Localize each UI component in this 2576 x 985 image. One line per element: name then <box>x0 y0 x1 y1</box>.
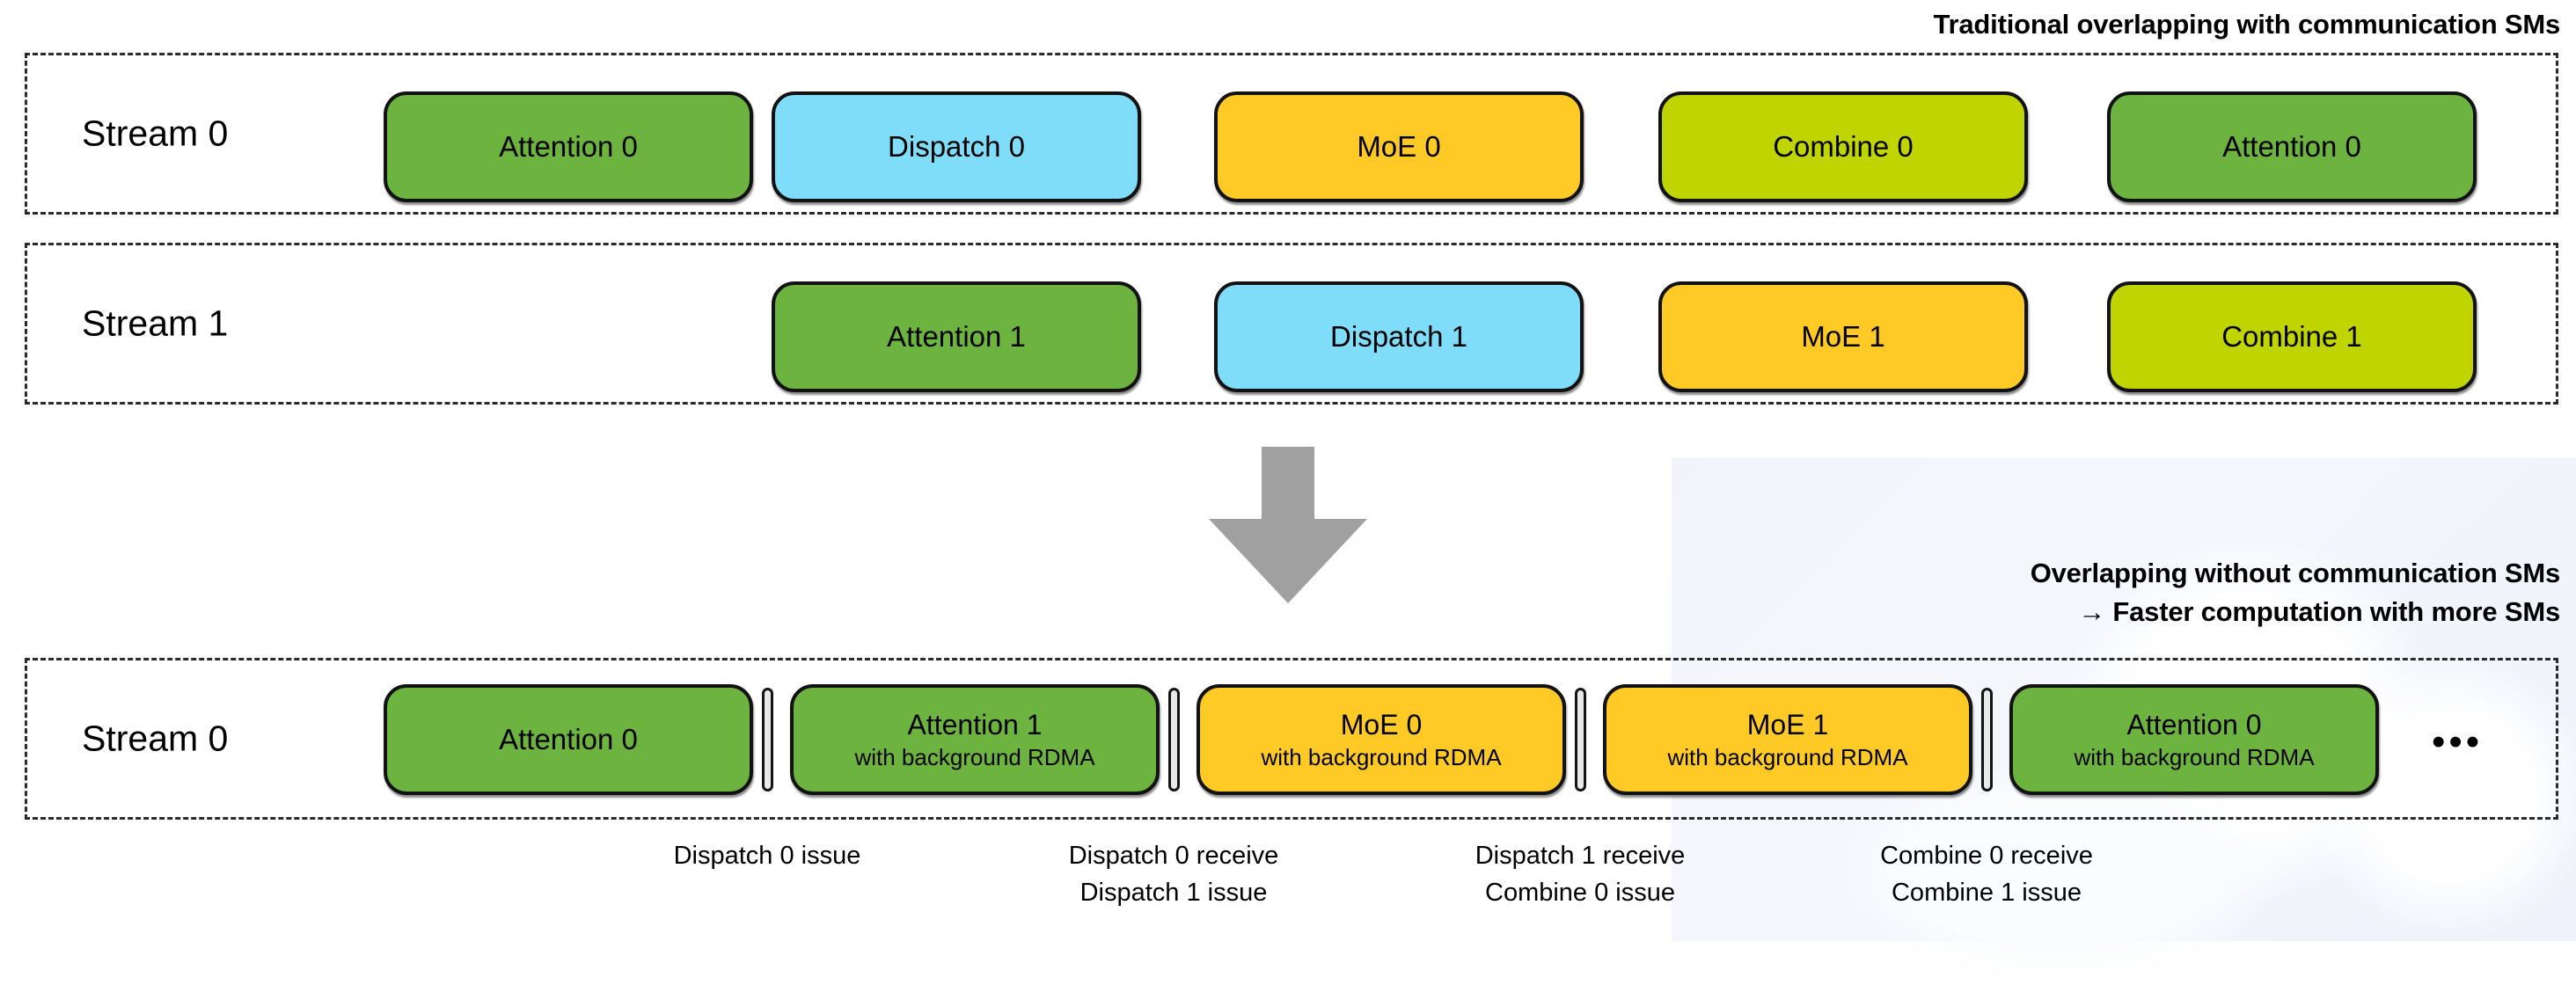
block-dispatch-0-stream0[interactable]: Dispatch 0 <box>772 91 1141 202</box>
bottom-section-heading-line2: → Faster computation with more SMs <box>2078 596 2560 627</box>
lane-label-stream-0-top: Stream 0 <box>82 113 229 154</box>
block-title: Combine 1 <box>2221 320 2362 353</box>
bottom-section-heading-line1: Overlapping without communication SMs <box>2030 558 2561 588</box>
caption-line: Combine 0 receive <box>1880 842 2093 870</box>
caption-line: Combine 0 issue <box>1485 879 1675 907</box>
block-title: Attention 0 <box>2126 709 2262 741</box>
caption-line: Dispatch 0 issue <box>673 842 861 870</box>
block-subtitle: with background RDMA <box>854 744 1095 770</box>
block-subtitle: with background RDMA <box>1667 744 1908 770</box>
block-title: MoE 0 <box>1340 709 1423 741</box>
separator-bar-4 <box>1981 688 1993 792</box>
block-moe-0-opt[interactable]: MoE 0 with background RDMA <box>1197 684 1566 795</box>
lane-label-stream-0-bottom: Stream 0 <box>82 718 229 759</box>
block-title: MoE 1 <box>1746 709 1829 741</box>
ellipsis-continuation: ••• <box>2432 720 2484 763</box>
block-title: Attention 0 <box>2222 130 2361 163</box>
caption-dispatch-1-receive: Dispatch 1 receive Combine 0 issue <box>1475 837 1686 911</box>
block-combine-1-stream1[interactable]: Combine 1 <box>2107 281 2477 392</box>
block-subtitle: with background RDMA <box>1261 744 1502 770</box>
block-title: MoE 0 <box>1357 130 1441 163</box>
block-moe-1-stream1[interactable]: MoE 1 <box>1658 281 2028 392</box>
block-title: Attention 0 <box>499 723 638 755</box>
caption-line: Dispatch 0 receive <box>1068 842 1279 870</box>
caption-line: Dispatch 1 receive <box>1475 842 1686 870</box>
block-attention-0-stream0[interactable]: Attention 0 <box>384 91 753 202</box>
block-dispatch-1-stream1[interactable]: Dispatch 1 <box>1214 281 1584 392</box>
block-attention-1-stream1[interactable]: Attention 1 <box>772 281 1141 392</box>
block-moe-1-opt[interactable]: MoE 1 with background RDMA <box>1603 684 1972 795</box>
block-subtitle: with background RDMA <box>2074 744 2315 770</box>
lane-stream-0-traditional: Stream 0 <box>25 53 2558 215</box>
block-attention-1-opt[interactable]: Attention 1 with background RDMA <box>790 684 1160 795</box>
block-attention-0-repeat-stream0[interactable]: Attention 0 <box>2107 91 2477 202</box>
caption-line: Combine 1 issue <box>1891 879 2082 907</box>
block-moe-0-stream0[interactable]: MoE 0 <box>1214 91 1584 202</box>
block-title: MoE 1 <box>1801 320 1885 353</box>
block-combine-0-stream0[interactable]: Combine 0 <box>1658 91 2028 202</box>
block-attention-0-opt-repeat[interactable]: Attention 0 with background RDMA <box>2009 684 2379 795</box>
separator-bar-1 <box>762 688 773 792</box>
top-section-heading: Traditional overlapping with communicati… <box>1933 9 2561 40</box>
block-title: Dispatch 1 <box>1330 320 1467 353</box>
diagram-canvas: Traditional overlapping with communicati… <box>25 9 2561 911</box>
separator-bar-2 <box>1168 688 1180 792</box>
lane-stream-1-traditional: Stream 1 <box>25 243 2558 405</box>
block-title: Attention 0 <box>499 130 638 163</box>
block-title: Attention 1 <box>907 709 1043 741</box>
caption-line: Dispatch 1 issue <box>1079 879 1268 907</box>
block-title: Dispatch 0 <box>888 130 1025 163</box>
caption-dispatch-0-issue: Dispatch 0 issue <box>674 837 861 874</box>
caption-combine-0-receive: Combine 0 receive Combine 1 issue <box>1880 837 2093 911</box>
block-title: Attention 1 <box>887 320 1026 353</box>
block-attention-0-opt[interactable]: Attention 0 <box>384 684 753 795</box>
lane-label-stream-1-top: Stream 1 <box>82 303 229 344</box>
block-title: Combine 0 <box>1773 130 1914 163</box>
separator-bar-3 <box>1575 688 1586 792</box>
caption-dispatch-0-receive: Dispatch 0 receive Dispatch 1 issue <box>1069 837 1279 911</box>
down-arrow-icon <box>1209 447 1367 605</box>
